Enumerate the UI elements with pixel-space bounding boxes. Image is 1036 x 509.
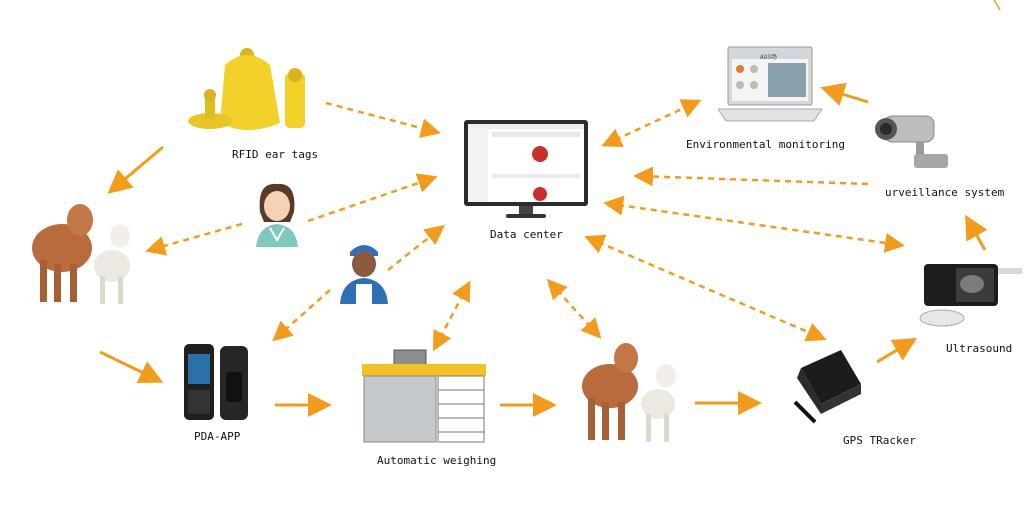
gps-tracker-icon <box>793 350 861 424</box>
arrow-cattle-to-pda <box>99 350 164 383</box>
worker-avatar-icon <box>340 245 388 304</box>
laptop-window-title: AO3场 <box>760 54 777 61</box>
arrow-ultrasound-to-camera <box>965 214 988 251</box>
arrow-tags-to-cattle <box>107 145 164 194</box>
weighing-label: Automatic weighing <box>377 454 497 467</box>
arrow-gps-datacenter <box>584 234 827 342</box>
arrow-tags-to-datacenter <box>325 101 441 138</box>
pda-device-icon <box>184 344 248 420</box>
ultrasound-label: Ultrasound <box>946 342 1013 355</box>
cattle-sheep-left-icon <box>32 204 130 304</box>
data-center-label: Data center <box>490 228 563 241</box>
arrow-cattle-datacenter <box>546 278 602 339</box>
rfid-ear-tag-icon <box>188 48 305 130</box>
ultrasound-device-icon <box>919 264 1022 327</box>
env-monitoring-label: Environmental monitoring <box>686 138 845 151</box>
surveillance-label: urveillance system <box>885 186 1005 199</box>
weighing-cage-icon <box>362 349 486 443</box>
arrow-worker-to-datacenter <box>387 224 445 271</box>
laptop-monitor-icon <box>718 46 823 122</box>
rfid-label: RFID ear tags <box>232 148 319 161</box>
arrow-vet-to-cattle <box>145 222 243 256</box>
data-center-monitor-icon <box>464 120 588 218</box>
gps-label: GPS TRacker <box>843 434 916 447</box>
arrow-monitor-datacenter <box>601 99 702 147</box>
arrow-surveillance-to-datacenter <box>633 166 869 187</box>
arrow-camera-to-monitor <box>820 82 869 106</box>
arrow-gps-to-ultrasound <box>876 337 918 364</box>
arrow-worker-to-pda <box>272 289 331 342</box>
arrow-ultrasound-datacenter <box>603 195 905 253</box>
pda-label: PDA-APP <box>194 430 241 443</box>
arrow-vet-to-datacenter <box>307 173 438 223</box>
vet-avatar-icon <box>256 183 298 247</box>
camera-icon <box>875 115 948 168</box>
cattle-sheep-center-icon <box>582 343 676 442</box>
arrow-weighing-datacenter <box>432 280 471 352</box>
